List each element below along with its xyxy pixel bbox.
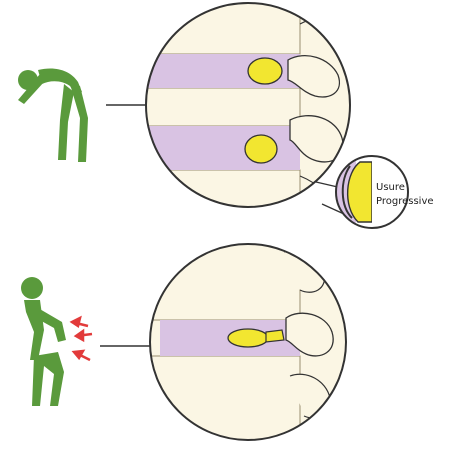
vertebra-body (140, 240, 300, 320)
pain-arrows-icon (72, 318, 92, 360)
spine-zoom-circle-bottom (140, 240, 346, 450)
vertebra-body (140, 170, 300, 220)
nucleus (228, 329, 268, 347)
knee-pain-figure-icon (21, 277, 66, 406)
spine-zoom-circle-top (140, 0, 350, 220)
herniation (266, 330, 284, 342)
nucleus (248, 58, 282, 84)
callout-label-line1: Usure (376, 182, 405, 193)
vertebra-body (140, 88, 300, 126)
bending-figure-icon (18, 69, 88, 163)
callout-label-line2: Progressive (376, 196, 434, 207)
nucleus (245, 135, 277, 163)
